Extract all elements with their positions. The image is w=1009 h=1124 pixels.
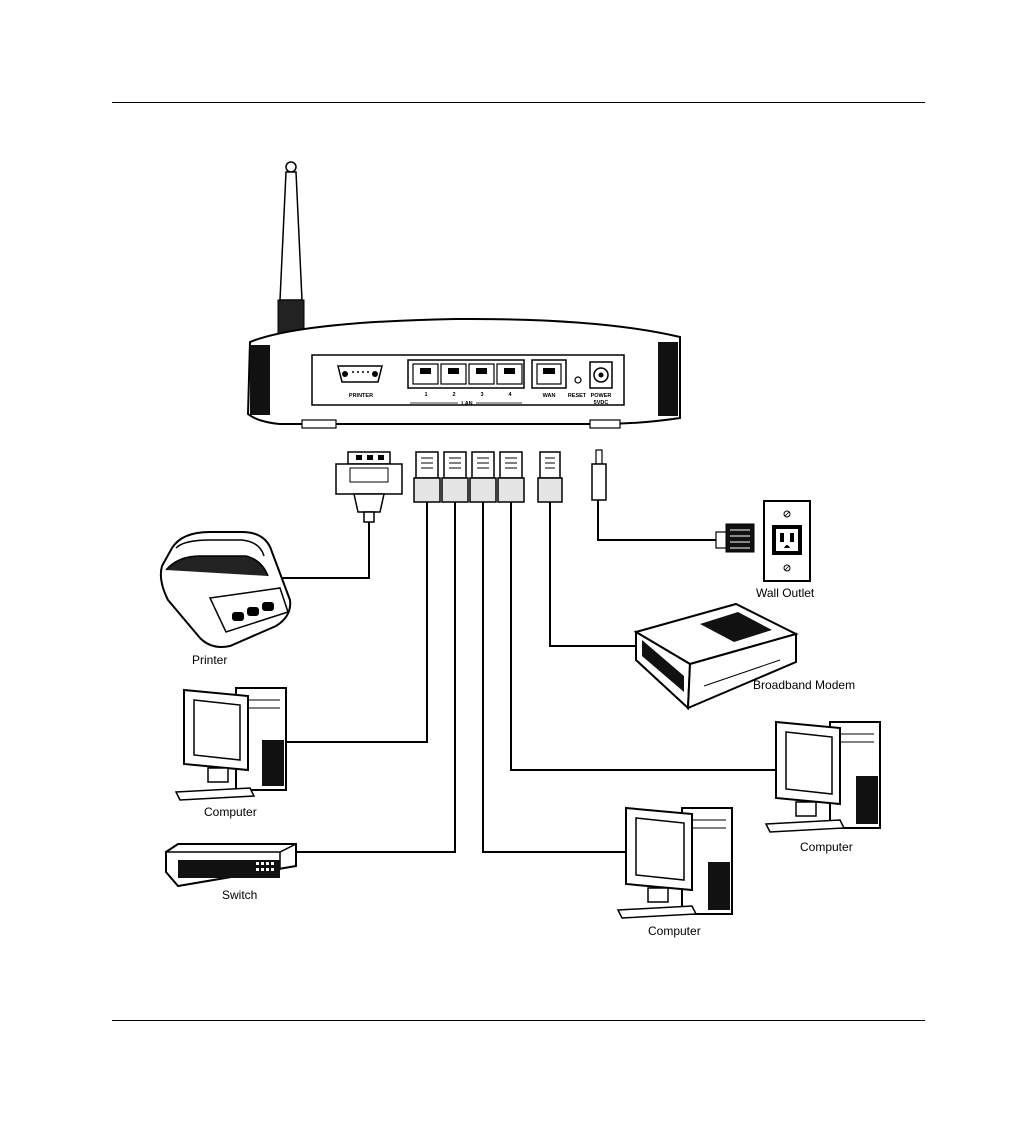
lan-port-1-label: 1 (424, 392, 427, 398)
printer-icon (161, 532, 290, 647)
cable-wan-modem (550, 502, 636, 646)
switch-icon (166, 844, 296, 886)
cable-lan2-switch (297, 502, 455, 852)
power-label-line2: 5VDC (594, 400, 609, 406)
lan-cable-connector-4 (498, 452, 524, 502)
cable-printer (272, 522, 369, 578)
lan-port-3 (469, 364, 494, 384)
broadband-modem-label: Broadband Modem (753, 678, 855, 692)
lan-port-2 (441, 364, 466, 384)
computer-right-icon (766, 722, 880, 832)
computer-left-label: Computer (204, 805, 257, 819)
power-plug-connector (592, 450, 606, 500)
cable-lan3-computer (483, 502, 640, 852)
power-adapter-icon (716, 524, 754, 552)
reset-label: RESET (568, 393, 587, 399)
router: PRINTER 1 2 3 4 LAN WAN RESET POWER 5VDC (248, 162, 680, 428)
wan-port (532, 360, 566, 388)
power-jack (590, 362, 612, 388)
wall-outlet-label: Wall Outlet (756, 586, 815, 600)
printer-label: Printer (192, 653, 227, 667)
cable-power-outlet (598, 500, 716, 540)
lan-port-1 (413, 364, 438, 384)
wan-cable-connector (538, 452, 562, 502)
lan-cable-connector-3 (470, 452, 496, 502)
computer-center-icon (618, 808, 732, 918)
power-label-line1: POWER (591, 393, 612, 399)
printer-cable-connector (336, 452, 402, 522)
lan-port-3-label: 3 (480, 392, 483, 398)
broadband-modem-icon (636, 604, 796, 708)
lan-port-4 (497, 364, 522, 384)
lan-group-label: LAN (461, 401, 472, 407)
computer-center-label: Computer (648, 924, 701, 938)
computer-left-icon (176, 688, 286, 800)
router-printer-port-label: PRINTER (349, 393, 373, 399)
computer-right-label: Computer (800, 840, 853, 854)
switch-label: Switch (222, 888, 257, 902)
cable-lan1-computer (285, 502, 427, 742)
lan-cable-connector-2 (442, 452, 468, 502)
reset-button-icon (575, 377, 581, 383)
right-vent (658, 342, 678, 416)
lan-port-2-label: 2 (452, 392, 455, 398)
lan-cable-connector-1 (414, 452, 440, 502)
wall-outlet-icon (764, 501, 810, 581)
wan-port-label: WAN (543, 393, 556, 399)
left-vent (250, 345, 270, 415)
router-printer-port (338, 366, 382, 382)
